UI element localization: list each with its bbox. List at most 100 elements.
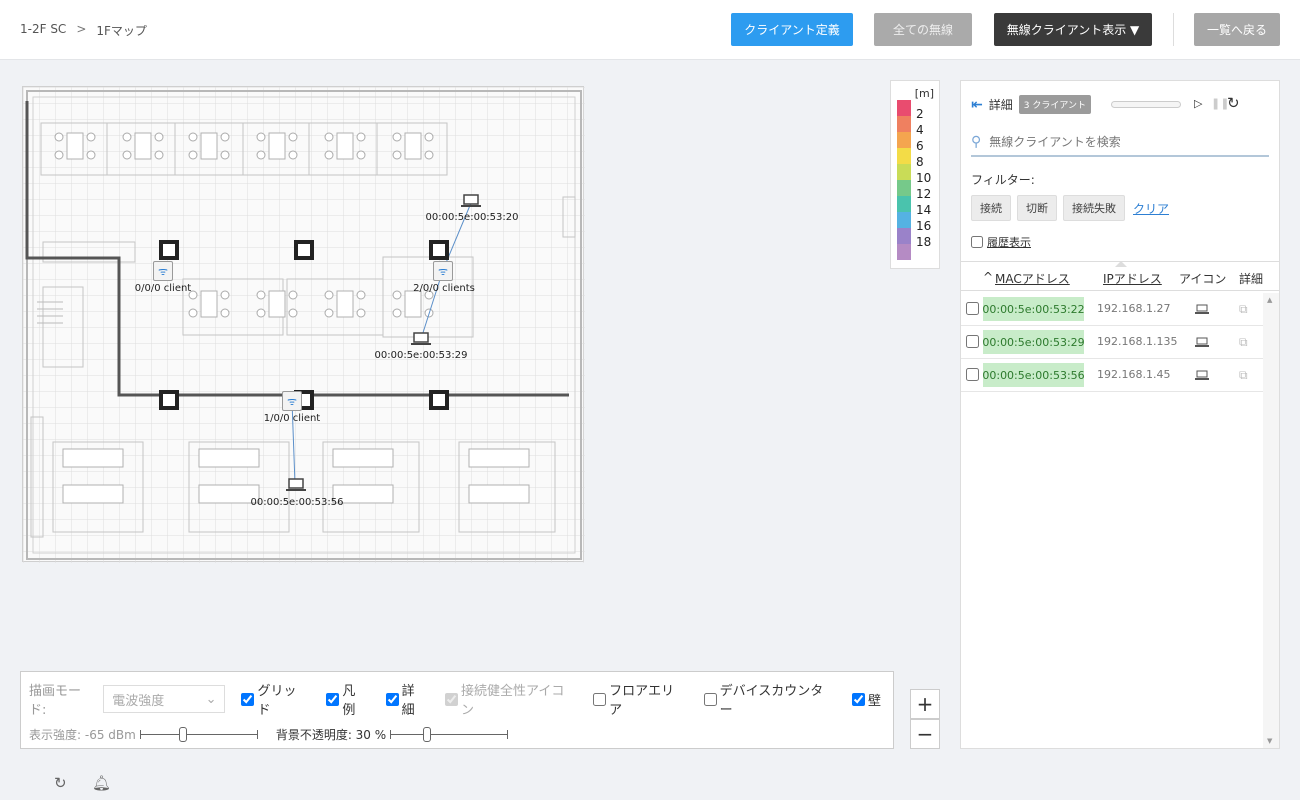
row-checkbox[interactable]	[966, 335, 979, 348]
laptop-icon	[1195, 337, 1209, 347]
all-wireless-button[interactable]: 全ての無線	[874, 13, 972, 46]
mode-select[interactable]: 電波強度 ⌄	[103, 685, 226, 713]
laptop-icon[interactable]	[286, 477, 306, 493]
search-input[interactable]	[989, 135, 1250, 149]
table-row[interactable]: 00:00:5e:00:53:22 192.168.1.27 ⧉	[961, 293, 1263, 326]
zoom-in-button[interactable]: +	[910, 689, 940, 719]
strength-slider[interactable]	[139, 726, 258, 742]
grid-toggle[interactable]: グリッド	[241, 680, 308, 718]
legend-swatch	[897, 196, 911, 212]
back-arrow-icon[interactable]: ⇤	[971, 96, 983, 113]
external-link-icon[interactable]: ⧉	[1239, 335, 1248, 349]
define-clients-button[interactable]: クライアント定義	[731, 13, 853, 46]
map-node	[159, 390, 179, 410]
ip-cell: 192.168.1.135	[1097, 335, 1178, 348]
column-header-detail: 詳細	[1239, 272, 1264, 286]
legend-value: 16	[916, 219, 932, 233]
external-link-icon[interactable]: ⧉	[1239, 302, 1248, 316]
refresh-icon[interactable]: ↻	[1227, 94, 1240, 112]
grid-checkbox[interactable]	[241, 692, 255, 706]
mode-select-value: 電波強度	[112, 693, 165, 709]
table-row[interactable]: 00:00:5e:00:53:56 192.168.1.45 ⧉	[961, 359, 1263, 392]
history-toggle[interactable]: 履歴表示	[971, 234, 1031, 250]
floor-area-toggle[interactable]: フロアエリア	[593, 680, 685, 718]
column-header-mac[interactable]: MACアドレス	[995, 272, 1070, 286]
floor-map[interactable]: ᯤ 0/0/0 client ᯤ 2/0/0 clients ᯤ 1/0/0 c…	[22, 86, 585, 563]
table-header: ^ MACアドレス IPアドレス アイコン 詳細	[961, 261, 1279, 291]
clear-filter-link[interactable]: クリア	[1133, 201, 1170, 216]
column-header-ip[interactable]: IPアドレス	[1103, 272, 1162, 286]
filter-chip-disconnected[interactable]: 切断	[1017, 195, 1057, 221]
bell-icon[interactable]: 🔔︎	[92, 774, 112, 792]
floor-area-checkbox[interactable]	[593, 692, 607, 706]
health-icon-label: 接続健全性アイコン	[460, 684, 565, 718]
chevron-down-icon: ⌄	[205, 691, 217, 707]
health-icon-toggle[interactable]: 接続健全性アイコン	[444, 680, 575, 718]
opacity-label: 背景不透明度: 30 %	[275, 728, 387, 742]
legend-value: 2	[916, 107, 924, 121]
access-point-icon[interactable]: ᯤ	[433, 261, 453, 281]
refresh-icon[interactable]: ↻	[54, 774, 67, 792]
device-counter-checkbox[interactable]	[703, 692, 717, 706]
header-divider	[1173, 13, 1174, 46]
laptop-icon[interactable]	[411, 331, 431, 347]
scroll-up-icon[interactable]: ▲	[1267, 296, 1273, 304]
scroll-down-icon[interactable]: ▼	[1267, 737, 1273, 745]
legend-swatch	[897, 100, 911, 116]
opacity-slider[interactable]	[390, 726, 509, 742]
wireless-client-display-dropdown[interactable]: 無線クライアント表示 ▼	[994, 13, 1152, 46]
table-scrollbar[interactable]: ▲ ▼	[1263, 293, 1279, 748]
legend-swatch	[897, 180, 911, 196]
health-icon-checkbox[interactable]	[444, 692, 458, 706]
caret-marker	[1115, 261, 1127, 267]
history-checkbox[interactable]	[971, 236, 983, 248]
legend-value: 8	[916, 155, 924, 169]
back-to-list-button[interactable]: 一覧へ戻る	[1194, 13, 1280, 46]
display-controls: 描画モード: 電波強度 ⌄ グリッド 凡例 詳細 接続健全性アイコン フロアエリ…	[20, 671, 894, 749]
search-icon: ⚲	[971, 134, 982, 150]
floor-area-label: フロアエリア	[609, 684, 675, 718]
strength-label: 表示強度: -65 dBm	[29, 728, 136, 742]
wall-toggle[interactable]: 壁	[851, 690, 881, 709]
column-header-icon: アイコン	[1179, 272, 1227, 286]
legend-value: 4	[916, 123, 924, 137]
search-box[interactable]: ⚲	[971, 129, 1269, 157]
mac-cell: 00:00:5e:00:53:29	[982, 330, 1085, 354]
filter-chip-connected[interactable]: 接続	[971, 195, 1011, 221]
legend-value: 12	[916, 187, 932, 201]
table-row[interactable]: 00:00:5e:00:53:29 192.168.1.135 ⧉	[961, 326, 1263, 359]
detail-checkbox[interactable]	[385, 692, 399, 706]
opacity-slider-thumb[interactable]	[423, 726, 432, 742]
legend-swatch	[897, 148, 911, 164]
grid-label: グリッド	[257, 684, 297, 718]
legend-swatch	[897, 212, 911, 228]
play-icon[interactable]: ▷	[1194, 97, 1203, 110]
ip-cell: 192.168.1.45	[1097, 368, 1171, 381]
filter-label: フィルター:	[971, 173, 1035, 187]
map-node	[294, 240, 314, 260]
access-point-icon[interactable]: ᯤ	[282, 391, 302, 411]
row-checkbox[interactable]	[966, 302, 979, 315]
device-counter-toggle[interactable]: デバイスカウンター	[703, 680, 834, 718]
access-point-label: 1/0/0 client	[263, 413, 321, 424]
breadcrumb: 1-2F SC > 1Fマップ	[20, 22, 147, 39]
breadcrumb-item-site[interactable]: 1-2F SC	[20, 22, 67, 36]
detail-toggle[interactable]: 詳細	[385, 680, 427, 718]
pause-icon[interactable]: ❚❚	[1211, 97, 1230, 110]
laptop-icon[interactable]	[461, 193, 481, 209]
strength-slider-thumb[interactable]	[179, 726, 188, 742]
client-label: 00:00:5e:00:53:20	[425, 212, 519, 223]
external-link-icon[interactable]: ⧉	[1239, 368, 1248, 382]
access-point-icon[interactable]: ᯤ	[153, 261, 173, 281]
progress-bar	[1111, 101, 1181, 108]
filter-chip-failed[interactable]: 接続失敗	[1063, 195, 1125, 221]
row-checkbox[interactable]	[966, 368, 979, 381]
legend-toggle[interactable]: 凡例	[326, 680, 367, 718]
zoom-out-button[interactable]: −	[910, 719, 940, 749]
details-label: 詳細	[988, 98, 1013, 112]
wall-checkbox[interactable]	[851, 692, 865, 706]
legend-checkbox[interactable]	[326, 692, 340, 706]
sort-asc-icon[interactable]: ^	[983, 270, 994, 284]
access-point-label: 2/0/0 clients	[413, 283, 475, 294]
mode-label: 描画モード:	[29, 684, 82, 718]
